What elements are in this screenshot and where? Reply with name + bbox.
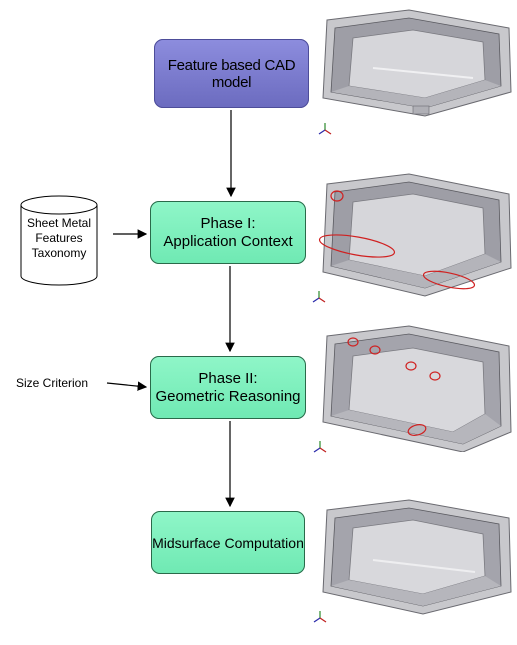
phase1-subtitle: Application Context [163, 232, 293, 250]
taxonomy-label: Sheet Metal Features Taxonomy [20, 216, 98, 261]
midsurface-node: Midsurface Computation [151, 511, 305, 574]
phase2-node: Phase II: Geometric Reasoning [150, 356, 306, 419]
cad-node-bg [154, 39, 309, 108]
cad-model-node: Feature based CAD model [154, 39, 309, 108]
phase2-subtitle: Geometric Reasoning [155, 387, 301, 405]
taxonomy-line-2: Features [35, 231, 83, 245]
features-identified-model-image [318, 173, 512, 297]
cad-model-label: Feature based CAD model [167, 56, 296, 91]
axis-triad-icon [313, 441, 327, 453]
midsurface-label: Midsurface Computation [152, 534, 304, 551]
arrow-size-to-phase2 [106, 381, 148, 391]
size-criterion-label: Size Criterion [16, 376, 89, 390]
phase1-node: Phase I: Application Context [150, 201, 306, 264]
taxonomy-line-1: Sheet Metal [26, 216, 92, 230]
phase1-title: Phase I: [200, 214, 256, 232]
phase1-node-bg [150, 201, 306, 264]
axis-triad-icon [318, 123, 332, 135]
original-model-image [322, 9, 512, 117]
axis-triad-icon [312, 291, 326, 303]
taxonomy-database-icon [20, 195, 98, 286]
phase2-title: Phase II: [198, 369, 258, 387]
phase2-node-bg [150, 356, 306, 419]
taxonomy-line-3: Taxonomy [31, 246, 87, 260]
midsurface-node-bg [151, 511, 305, 574]
midsurface-model-image [322, 499, 512, 615]
features-removed-model-image [322, 325, 512, 452]
axis-triad-icon [313, 611, 327, 623]
